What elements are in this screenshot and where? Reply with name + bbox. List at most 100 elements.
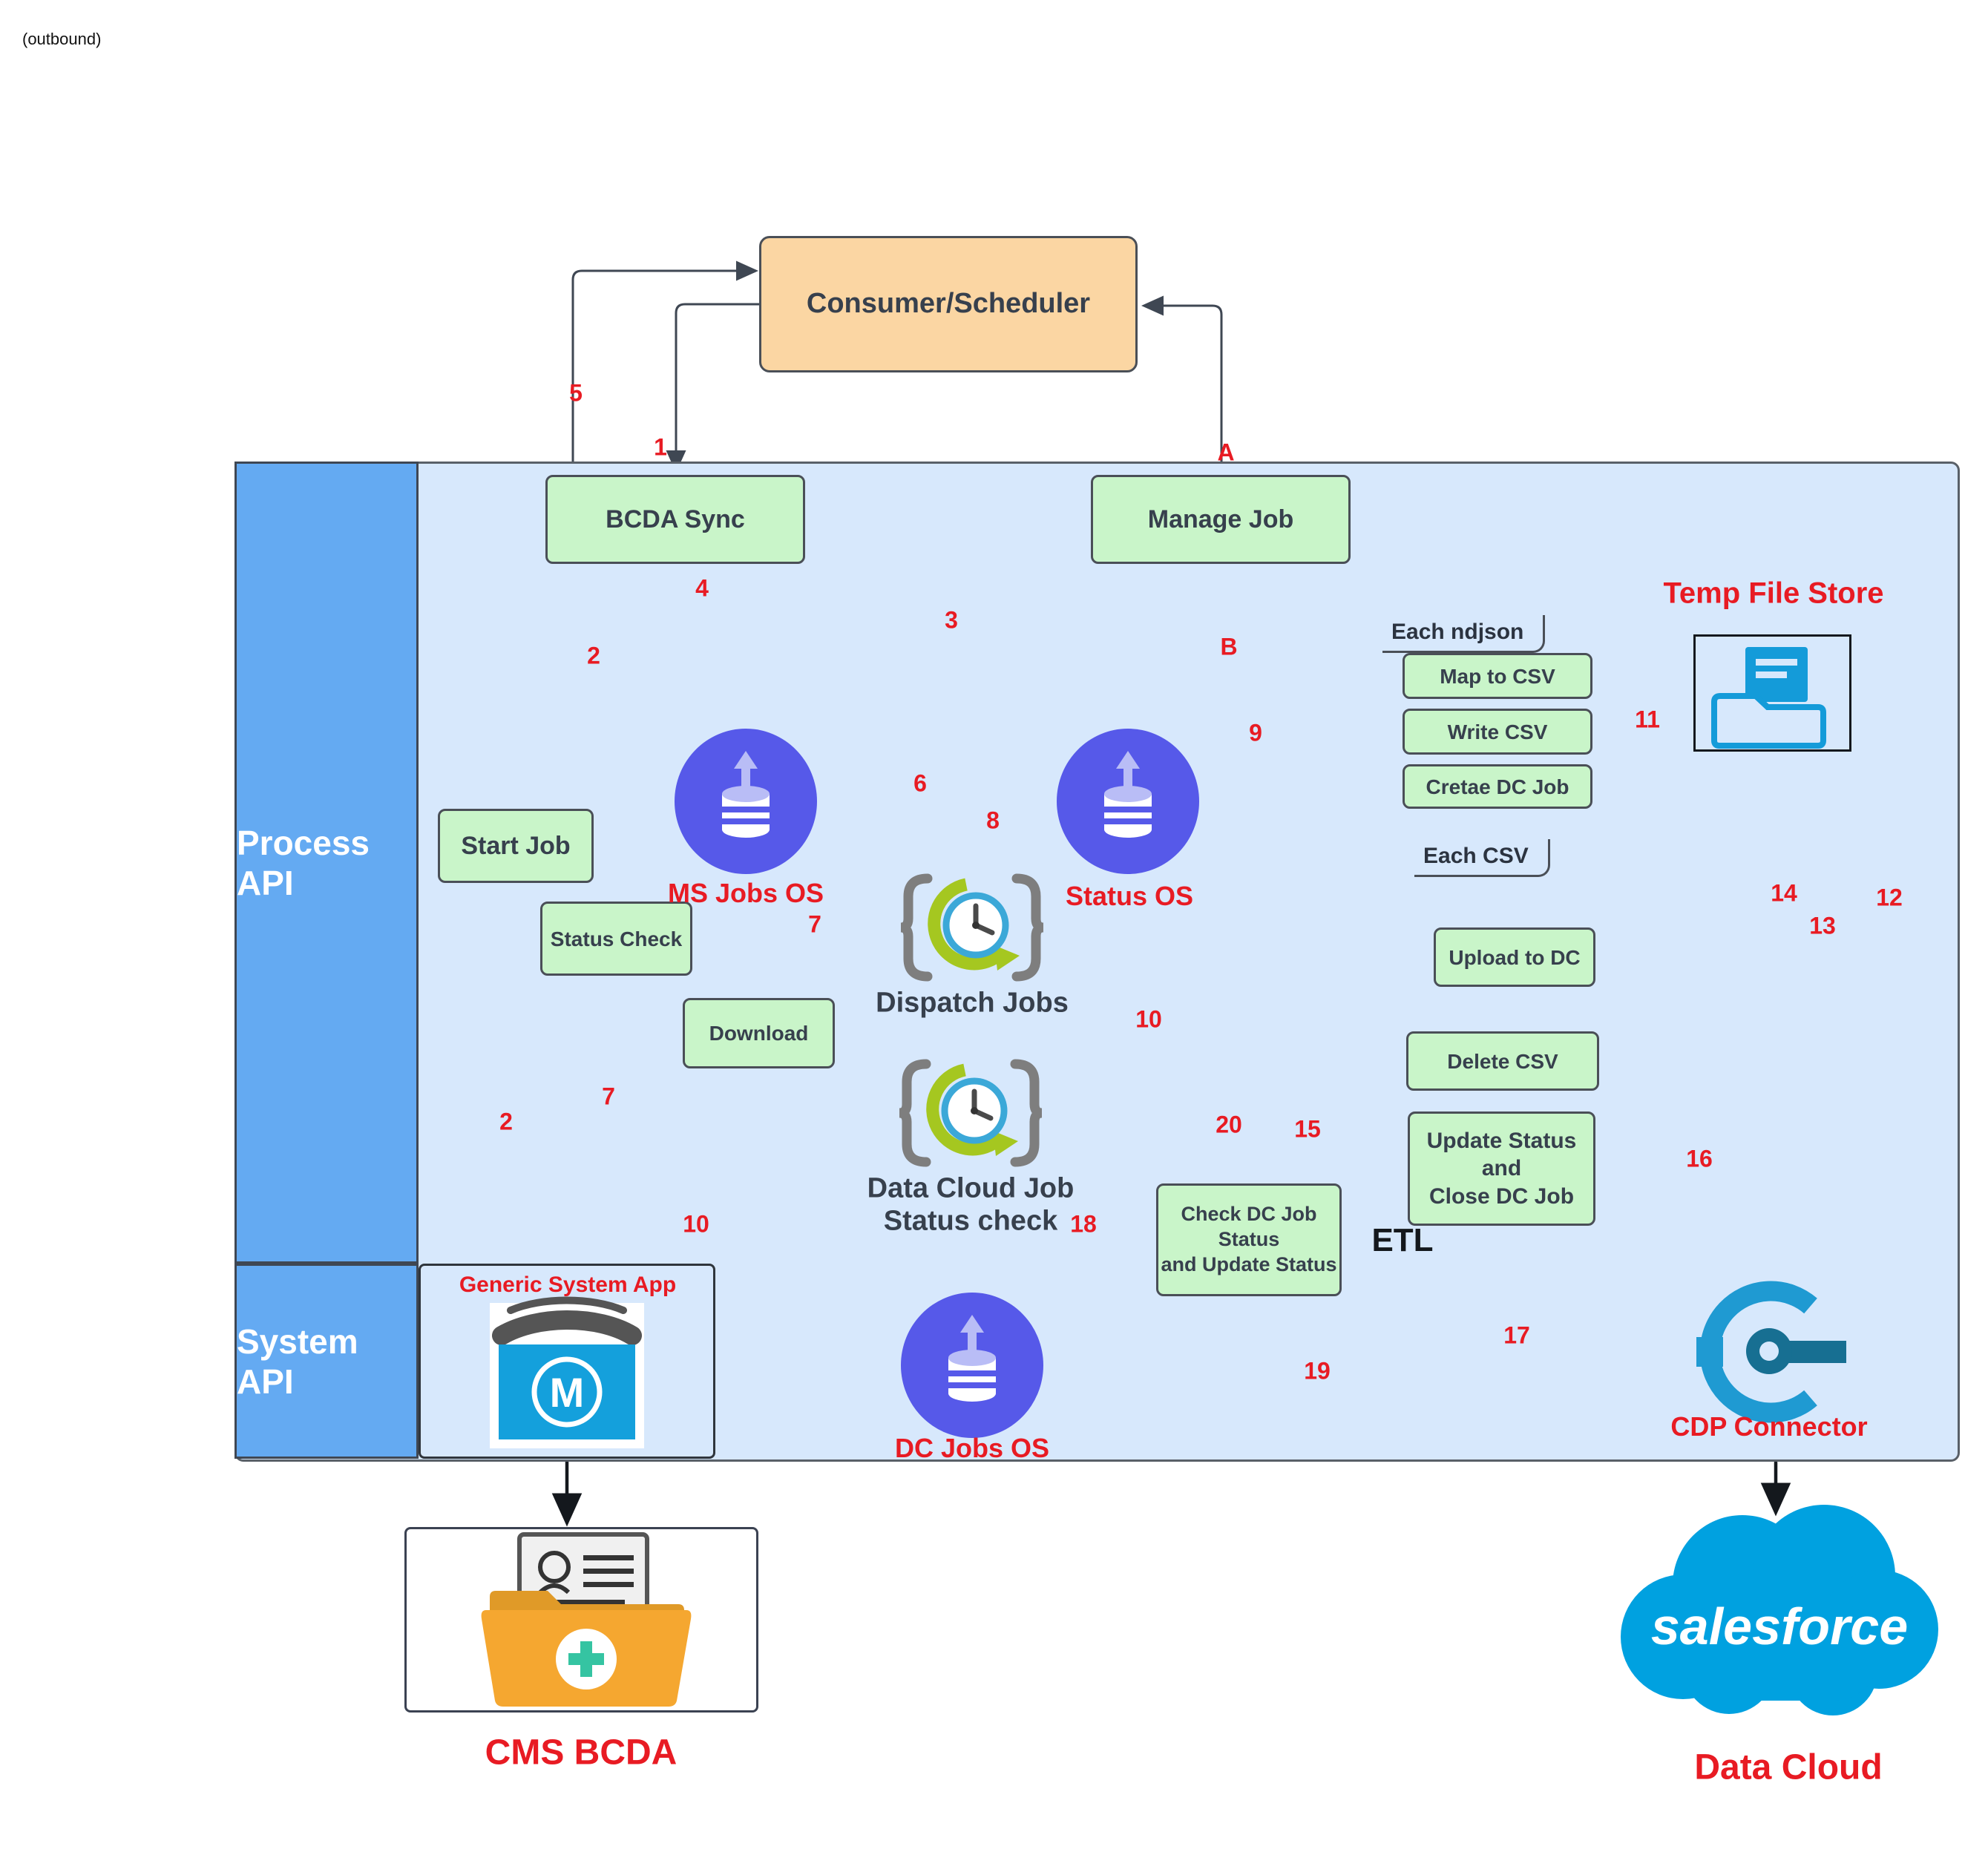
step-label-20: 20 <box>1216 1111 1242 1138</box>
connector-B <box>1190 562 1222 767</box>
connector-13 <box>1615 873 1823 1284</box>
cretae-dc-job-label: Cretae DC Job <box>1426 775 1569 798</box>
start-job-label: Start Job <box>461 831 571 860</box>
connector-10 <box>837 677 1383 1042</box>
connector-14 <box>1594 753 1782 953</box>
connector-17 <box>1044 1224 1503 1367</box>
download-label: Download <box>709 1022 809 1045</box>
mule-m-letter: M <box>550 1369 585 1416</box>
mulesoft-icon: M <box>490 1296 644 1448</box>
step-label-1: 1 <box>654 433 667 461</box>
dispatch-jobs-label: Dispatch Jobs <box>876 987 1069 1019</box>
step-label-B: B <box>1220 633 1238 660</box>
connector-A <box>1141 295 1223 476</box>
connector-10b <box>695 1067 760 1261</box>
etl-group <box>1364 585 1644 1290</box>
step-label-2: 2 <box>587 642 600 669</box>
connector-1 <box>666 303 761 473</box>
each-csv-tab: Each CSV <box>1414 839 1550 877</box>
lane-system-api: System API <box>234 1264 419 1459</box>
lane-system-api-label: System API <box>237 1321 358 1401</box>
dc-job-status-check-icon <box>899 1064 1042 1162</box>
status-check-label: Status Check <box>550 927 683 950</box>
step-label-17: 17 <box>1503 1321 1530 1349</box>
upload-to-dc-box: Upload to DC <box>1434 927 1595 987</box>
step-label-18: 18 <box>1070 1210 1097 1238</box>
each-csv-group <box>1412 837 1618 999</box>
connector-3 <box>772 562 1136 727</box>
step-label-8: 8 <box>986 807 1000 834</box>
outbound-note: (outbound) <box>22 30 102 48</box>
connector-16 <box>1594 1169 1768 1295</box>
medical-folder-icon <box>481 1532 692 1707</box>
connector-2 <box>509 562 673 807</box>
map-to-csv-label: Map to CSV <box>1440 664 1555 688</box>
step-label-3: 3 <box>945 606 958 634</box>
each-ndjson-tab: Each ndjson <box>1382 615 1546 653</box>
update-close-line2: Close DC Job <box>1428 1183 1575 1209</box>
step-label-10: 10 <box>1135 1005 1162 1033</box>
update-close-line1: Update Status and <box>1426 1128 1577 1181</box>
connector-15 <box>1112 875 1409 1142</box>
database-icon <box>722 751 770 838</box>
bcda-sync-box: BCDA Sync <box>545 475 805 564</box>
step-label-7: 7 <box>808 910 821 938</box>
connector-8 <box>1003 789 1052 881</box>
step-label-5: 5 <box>569 379 583 407</box>
manage-job-label: Manage Job <box>1147 505 1294 533</box>
check-dc-job-status-box: Check DC Job Status and Update Status <box>1156 1183 1342 1296</box>
each-csv-label: Each CSV <box>1423 844 1529 868</box>
step-label-7b: 7 <box>602 1083 615 1110</box>
dc-check-label-line1: Data Cloud Job <box>867 1172 1075 1204</box>
connector-6 <box>824 785 982 875</box>
ms-jobs-os-label: MS Jobs OS <box>667 878 824 908</box>
status-os-store <box>1057 729 1199 874</box>
consumer-scheduler-box: Consumer/Scheduler <box>759 236 1138 372</box>
step-label-12: 12 <box>1876 884 1903 911</box>
connector-14-feeder <box>1598 950 1773 1074</box>
status-os-label: Status OS <box>1065 881 1194 911</box>
step-label-13: 13 <box>1809 912 1836 939</box>
salesforce-logo-text: salesforce <box>1651 1597 1908 1655</box>
step-label-A: A <box>1217 439 1235 466</box>
bcda-sync-label: BCDA Sync <box>606 505 745 533</box>
cms-bcda-box <box>404 1527 758 1713</box>
check-dc-line1: Check DC Job Status <box>1181 1203 1317 1251</box>
connector-19 <box>1247 1295 1683 1393</box>
lane-process-api-label: Process API <box>237 823 370 902</box>
connector-11 <box>1591 700 1693 732</box>
temp-file-store-box <box>1693 634 1851 752</box>
check-dc-line2: and Update Status <box>1161 1252 1337 1275</box>
etl-label: ETL <box>1371 1222 1434 1258</box>
cdp-connector-label: CDP Connector <box>1670 1411 1868 1442</box>
step-label-19: 19 <box>1304 1357 1331 1385</box>
step-label-15: 15 <box>1294 1115 1321 1143</box>
data-cloud-label: Data Cloud <box>1694 1747 1883 1787</box>
database-icon <box>948 1315 996 1402</box>
dc-jobs-os-label: DC Jobs OS <box>894 1433 1050 1463</box>
step-label-9: 9 <box>1249 719 1262 746</box>
generic-system-app-label: Generic System App <box>459 1273 677 1297</box>
download-box: Download <box>683 998 835 1068</box>
write-csv-label: Write CSV <box>1447 720 1548 743</box>
step-label-4: 4 <box>695 574 709 602</box>
step-label-10b: 10 <box>683 1210 709 1238</box>
step-label-11: 11 <box>1635 706 1660 733</box>
each-ndjson-label: Each ndjson <box>1391 620 1524 644</box>
cms-bcda-label: CMS BCDA <box>485 1733 678 1773</box>
cdp-connector-icon <box>1696 1281 1846 1423</box>
consumer-scheduler-label: Consumer/Scheduler <box>806 288 1091 320</box>
main-container <box>234 462 1960 1462</box>
file-folder-icon <box>1711 647 1826 749</box>
delete-csv-box: Delete CSV <box>1406 1031 1599 1091</box>
dc-jobs-os-store <box>901 1293 1043 1438</box>
step-label-6: 6 <box>913 769 927 797</box>
delete-csv-label: Delete CSV <box>1447 1049 1558 1073</box>
temp-file-store-label: Temp File Store <box>1663 577 1884 610</box>
lane-process-api: Process API <box>234 462 419 1264</box>
step-label-16: 16 <box>1686 1145 1713 1172</box>
write-csv-box: Write CSV <box>1403 709 1592 755</box>
each-ndjson-group <box>1380 613 1618 1137</box>
status-check-box: Status Check <box>540 902 692 976</box>
connector-4 <box>706 562 756 727</box>
